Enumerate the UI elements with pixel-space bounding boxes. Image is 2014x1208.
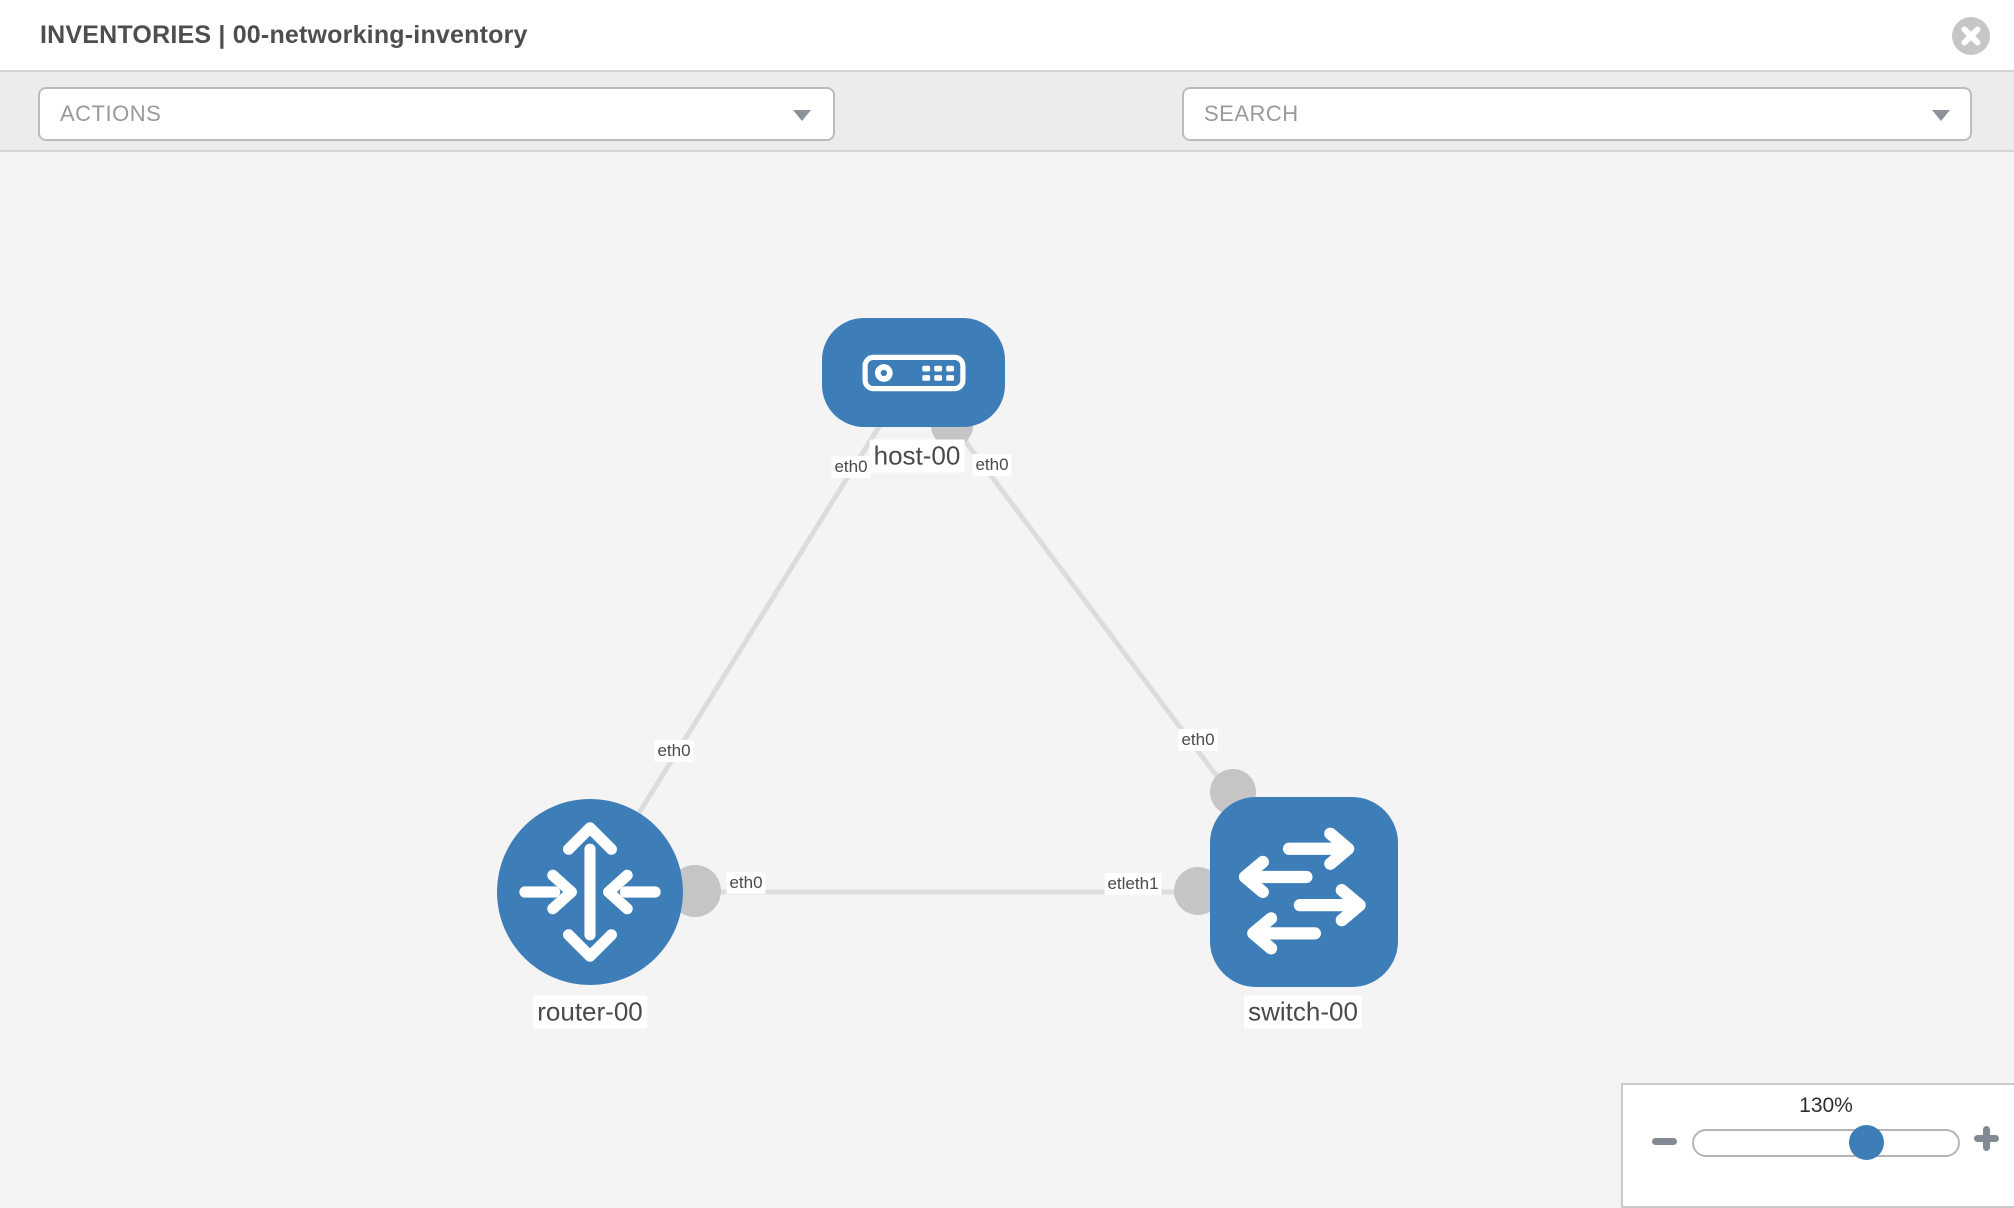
search-select[interactable]: SEARCH: [1182, 87, 1972, 141]
actions-select-label: ACTIONS: [60, 101, 162, 126]
node-switch-00[interactable]: [1210, 797, 1398, 987]
interface-label: eth0: [972, 454, 1012, 476]
topology-edges-layer: [587, 370, 1306, 917]
chevron-down-icon: [793, 110, 811, 121]
close-icon: [1961, 26, 1981, 46]
switch-arrows-icon: [1238, 827, 1366, 955]
node-host-00[interactable]: [822, 318, 1005, 427]
node-router-00[interactable]: [497, 799, 683, 985]
node-label-host: host-00: [869, 439, 965, 473]
interface-label: etleth1: [1104, 873, 1162, 895]
router-arrows-icon: [519, 822, 661, 962]
page-title: INVENTORIES | 00-networking-inventory: [40, 21, 528, 49]
zoom-slider-track[interactable]: [1692, 1129, 1960, 1157]
zoom-level-label: 130%: [1799, 1094, 1853, 1117]
node-label-router: router-00: [533, 995, 647, 1029]
interface-label: eth0: [726, 872, 766, 894]
search-select-label: SEARCH: [1204, 101, 1299, 126]
interface-label: eth0: [1178, 729, 1218, 751]
zoom-control-panel: 130%: [1621, 1083, 2014, 1208]
toolbar: ACTIONS SEARCH: [0, 72, 2014, 197]
zoom-slider-thumb[interactable]: [1849, 1125, 1884, 1160]
plus-icon-bar: [1983, 1126, 1990, 1151]
chevron-down-icon: [1932, 110, 1950, 121]
interface-label: eth0: [654, 740, 694, 762]
actions-select[interactable]: ACTIONS: [38, 87, 835, 141]
zoom-in-button plus-icon[interactable]: [1974, 1126, 1999, 1151]
page-header: INVENTORIES | 00-networking-inventory: [0, 0, 2014, 72]
close-button[interactable]: [1952, 17, 1990, 55]
node-label-switch: switch-00: [1244, 995, 1362, 1029]
topology-canvas[interactable]: host-00 router-00 switch-00 eth0 eth0 et…: [0, 152, 2014, 1208]
interface-label: eth0: [831, 456, 871, 478]
server-icon: [862, 354, 965, 391]
zoom-out-button minus-icon[interactable]: [1652, 1138, 1677, 1145]
